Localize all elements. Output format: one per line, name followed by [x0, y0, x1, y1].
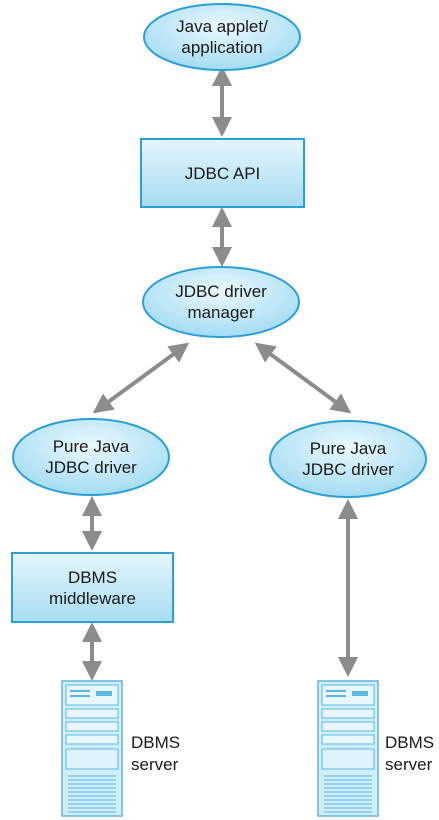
middleware-line-2: middleware: [49, 588, 136, 608]
right-server-line-1: DBMS: [385, 733, 435, 752]
left-driver-label: Pure Java JDBC driver: [13, 419, 169, 495]
right-driver-line-2: JDBC driver: [302, 460, 394, 479]
driver-manager-line-1: JDBC driver: [175, 282, 267, 301]
java-app-line-2: application: [181, 38, 263, 57]
arrow-manager-left-driver: [92, 342, 190, 414]
jdbc-api-box: [140, 138, 305, 208]
right-driver-node: [269, 420, 427, 498]
java-app-label: Java applet/ application: [144, 4, 300, 70]
java-app-line-1: Java applet/: [176, 17, 268, 36]
jdbc-api-label: JDBC API: [141, 139, 304, 207]
left-server-label: DBMS server: [131, 732, 180, 776]
java-app-node: [143, 3, 301, 71]
arrow-manager-right-driver: [254, 342, 352, 414]
right-driver-line-1: Pure Java: [309, 439, 387, 458]
right-server-icon: [317, 680, 379, 817]
middleware-box: [11, 552, 174, 623]
driver-manager-node: [142, 266, 300, 338]
right-server-line-2: server: [385, 755, 433, 774]
driver-manager-label: JDBC driver manager: [143, 267, 299, 337]
left-driver-line-1: Pure Java: [52, 437, 130, 456]
left-server-line-2: server: [131, 755, 179, 774]
middleware-line-1: DBMS: [67, 567, 118, 587]
middleware-label: DBMS middleware: [12, 553, 173, 622]
left-driver-line-2: JDBC driver: [45, 458, 137, 477]
left-driver-node: [12, 418, 170, 496]
driver-manager-line-2: manager: [187, 303, 255, 322]
jdbc-api-line-1: JDBC API: [184, 163, 261, 183]
connectors: [82, 66, 358, 681]
left-server-icon: [61, 680, 123, 817]
left-server-line-1: DBMS: [131, 733, 181, 752]
right-server-label: DBMS server: [385, 732, 434, 776]
right-driver-label: Pure Java JDBC driver: [270, 421, 426, 497]
